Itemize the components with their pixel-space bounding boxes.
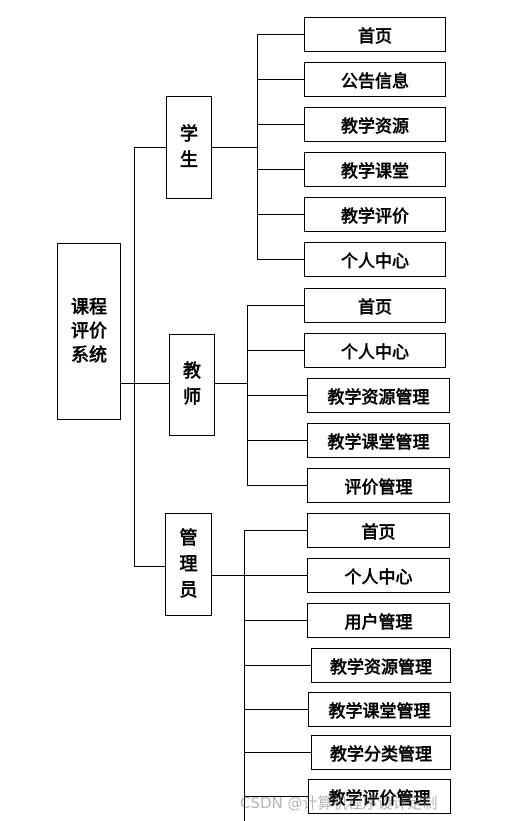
admin-item-label: 教学评价管理 [328,789,431,809]
admin-item-box: 教学评价管理 [308,779,451,814]
connector-line [212,575,244,576]
role-char: 教 [183,361,201,382]
connector-line [215,383,247,384]
student-item-box: 首页 [304,17,446,52]
connector-line [257,34,304,35]
role-char: 理 [179,553,198,575]
connector-line [247,305,304,306]
admin-item-box: 教学资源管理 [311,648,451,683]
admin-item-label: 教学课堂管理 [328,702,431,722]
admin-item-label: 用户管理 [344,613,413,633]
role-node-student: 学 生 [166,96,212,199]
teacher-item-box: 评价管理 [307,468,450,503]
connector-line [244,530,307,531]
root-label-line: 课程 [71,296,107,318]
root-label-line: 评价 [71,320,107,342]
teacher-item-label: 教学课堂管理 [327,433,430,453]
teacher-item-label: 个人中心 [341,343,409,363]
root-node-box: 课程 评价 系统 [57,243,121,420]
teacher-item-label: 评价管理 [344,478,413,498]
connector-line [134,147,166,148]
student-item-box: 公告信息 [304,62,446,97]
teacher-item-label: 首页 [358,298,392,318]
admin-item-box: 教学分类管理 [311,735,451,770]
connector-line [134,383,169,384]
teacher-item-label: 教学资源管理 [327,388,430,408]
connector-line [244,530,245,821]
student-item-box: 教学资源 [304,107,446,142]
admin-item-label: 教学资源管理 [330,658,432,678]
connector-line [212,147,257,148]
connector-line [257,79,304,80]
connector-line [257,124,304,125]
connector-line [244,575,307,576]
role-char: 管 [179,527,198,549]
connector-line [257,214,304,215]
admin-item-box: 用户管理 [307,603,450,638]
teacher-item-box: 个人中心 [304,333,446,368]
connector-line [247,350,304,351]
teacher-item-box: 首页 [304,288,446,323]
teacher-item-box: 教学资源管理 [307,378,450,413]
connector-line [257,169,304,170]
connector-line [244,709,308,710]
connector-line [134,566,165,567]
student-item-box: 个人中心 [304,242,446,277]
admin-item-box: 个人中心 [307,558,450,593]
admin-item-label: 个人中心 [344,568,413,588]
connector-line [134,147,135,566]
role-node-admin: 管 理 员 [165,513,212,616]
student-item-label: 首页 [358,27,392,47]
connector-line [244,752,311,753]
teacher-item-box: 教学课堂管理 [307,423,450,458]
admin-item-label: 首页 [361,523,396,543]
student-item-box: 教学课堂 [304,152,446,187]
connector-line [257,259,304,260]
role-char: 生 [180,149,198,171]
connector-line [247,440,307,441]
connector-line [247,485,307,486]
connector-line [121,383,134,384]
student-item-label: 教学资源 [341,117,409,137]
role-char: 员 [179,579,198,601]
connector-line [247,395,307,396]
role-node-teacher: 教 师 [169,334,215,436]
student-item-label: 公告信息 [341,72,409,92]
admin-item-box: 教学课堂管理 [308,692,451,727]
student-item-label: 个人中心 [341,252,409,272]
connector-line [257,34,258,259]
connector-line [244,796,308,797]
student-item-label: 教学评价 [341,207,409,227]
csdn-watermark: CSDN @计算机程序设计定制 [240,794,438,812]
connector-line [244,665,311,666]
admin-item-label: 教学分类管理 [330,745,432,765]
student-item-label: 教学课堂 [341,162,409,182]
role-char: 学 [180,123,198,145]
role-char: 师 [183,387,201,408]
student-item-box: 教学评价 [304,197,446,232]
connector-line [244,620,307,621]
root-label-line: 系统 [71,344,107,366]
admin-item-box: 首页 [307,513,450,548]
